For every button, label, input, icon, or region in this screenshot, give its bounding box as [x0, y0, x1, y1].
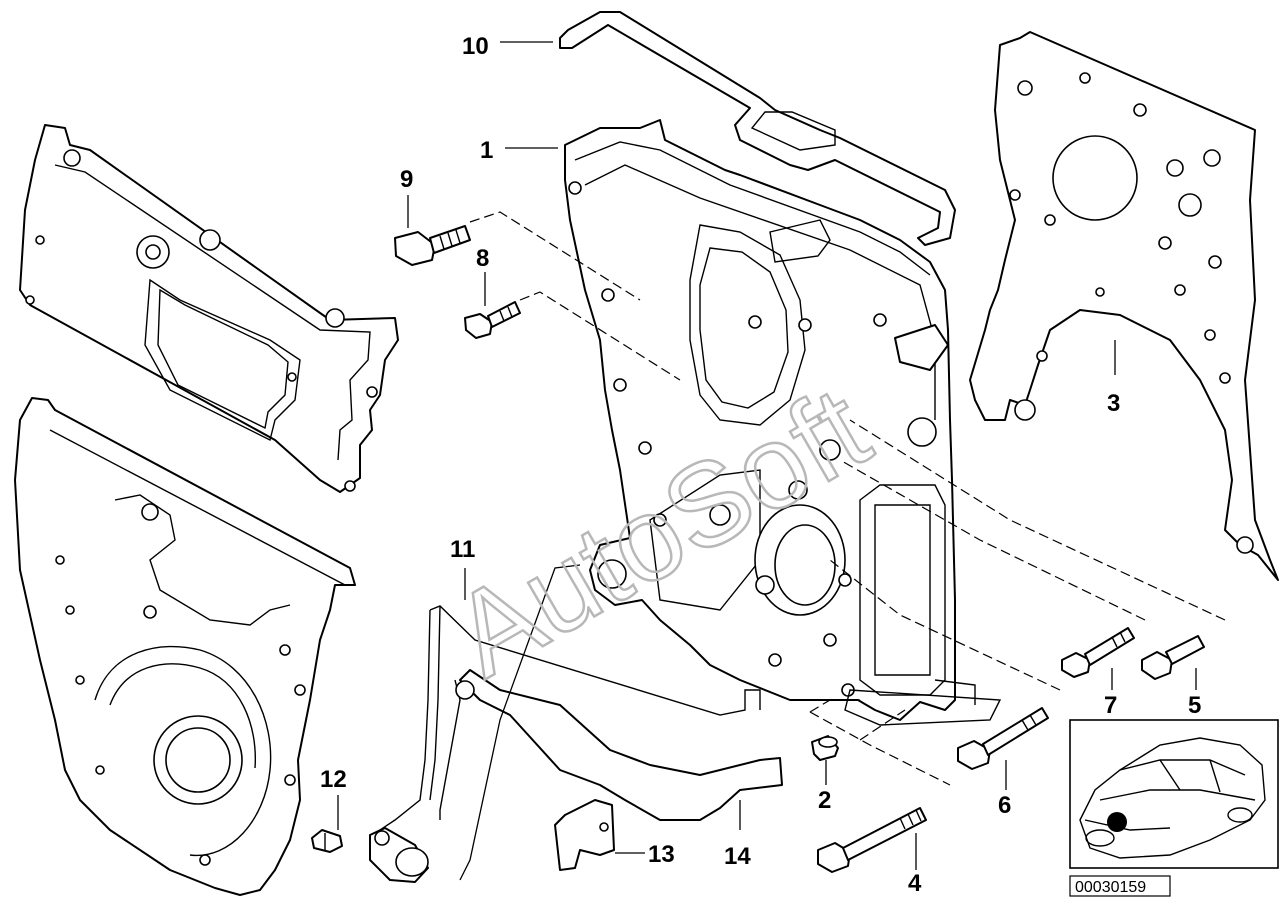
bolt-6 [957, 707, 1049, 770]
part-label-13: 13 [648, 841, 675, 868]
lower-timing-case-cover [14, 397, 356, 896]
part-label-9: 9 [400, 166, 413, 193]
part-label-4: 4 [908, 870, 922, 897]
reference-number-box: 00030159 [1069, 875, 1171, 897]
bolt-4 [817, 807, 927, 873]
part-label-7: 7 [1104, 692, 1117, 719]
bolt-8 [464, 301, 521, 339]
part-label-8: 8 [476, 245, 489, 272]
assembly-lines [459, 211, 1226, 881]
part-label-11: 11 [450, 536, 475, 563]
gasket-3 [969, 31, 1279, 581]
part-label-3: 3 [1107, 390, 1120, 417]
gasket-10 [559, 11, 956, 246]
location-marker [1107, 812, 1127, 832]
part-label-6: 6 [998, 792, 1011, 819]
sensor-cable-11 [369, 605, 783, 883]
part-label-1: 1 [480, 137, 493, 164]
dowel-sleeve-2 [811, 735, 839, 761]
part-label-5: 5 [1188, 692, 1201, 719]
part-label-2: 2 [818, 787, 831, 814]
reference-number: 00030159 [1075, 879, 1146, 896]
upper-timing-case-cover [19, 124, 399, 493]
bolt-7 [1061, 627, 1135, 678]
clip-13 [554, 799, 615, 871]
part-label-14: 14 [724, 843, 751, 870]
bolt-12 [311, 829, 343, 853]
vehicle-location-inset [1069, 719, 1279, 869]
bolt-5 [1141, 635, 1205, 680]
part-label-12: 12 [320, 766, 347, 793]
leader-lines [337, 41, 1197, 870]
bolt-9 [394, 225, 471, 266]
timing-case-1 [564, 119, 1002, 726]
part-label-10: 10 [462, 33, 489, 60]
